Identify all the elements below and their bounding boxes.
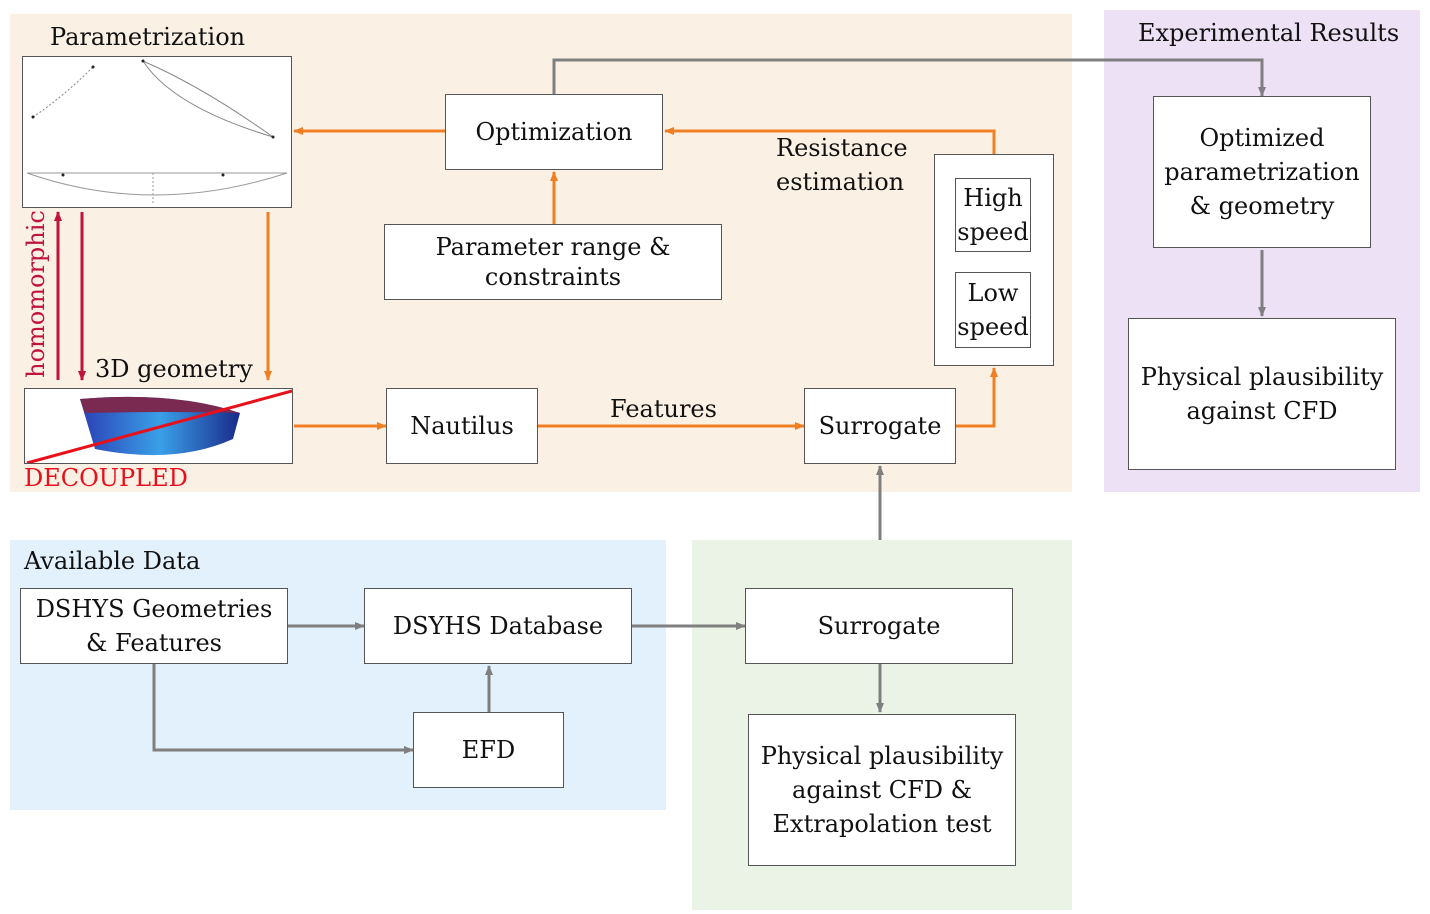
dsyhs-database-box: DSYHS Database [364, 588, 632, 664]
optimization-box: Optimization [445, 94, 663, 170]
geometry-3d-label: 3D geometry [95, 355, 253, 383]
hull-3d-render-icon [26, 389, 292, 463]
geometry-3d-thumbnail [24, 388, 293, 464]
experimental-results-title: Experimental Results [1138, 19, 1400, 47]
low-speed-box: Low speed [955, 272, 1031, 348]
arrow-optimization-to-experimental [552, 58, 1266, 97]
nautilus-box: Nautilus [386, 388, 538, 464]
resistance-estimation-label: Resistance estimation [776, 134, 908, 196]
arrow-surrogate-to-speeds [956, 367, 998, 428]
high-speed-box: High speed [955, 178, 1031, 252]
parameter-range-box: Parameter range & constraints [384, 224, 722, 300]
efd-box: EFD [413, 712, 564, 788]
features-label: Features [610, 395, 717, 423]
hull-sketch-icon [26, 59, 288, 205]
plausibility-extrapolation-box: Physical plausibility against CFD & Extr… [748, 714, 1016, 866]
surrogate-top-box: Surrogate [804, 388, 956, 464]
arrow-resistance-to-optimization [664, 127, 996, 154]
plausibility-experimental-box: Physical plausibility against CFD [1128, 318, 1396, 470]
dshys-geometries-box: DSHYS Geometries & Features [20, 588, 288, 664]
available-data-title: Available Data [24, 547, 201, 575]
decoupled-label: DECOUPLED [24, 464, 188, 492]
parametrization-thumbnail [22, 56, 292, 208]
arrow-dshys-to-efd [152, 664, 414, 754]
surrogate-bottom-box: Surrogate [745, 588, 1013, 664]
parametrization-title: Parametrization [50, 23, 246, 51]
